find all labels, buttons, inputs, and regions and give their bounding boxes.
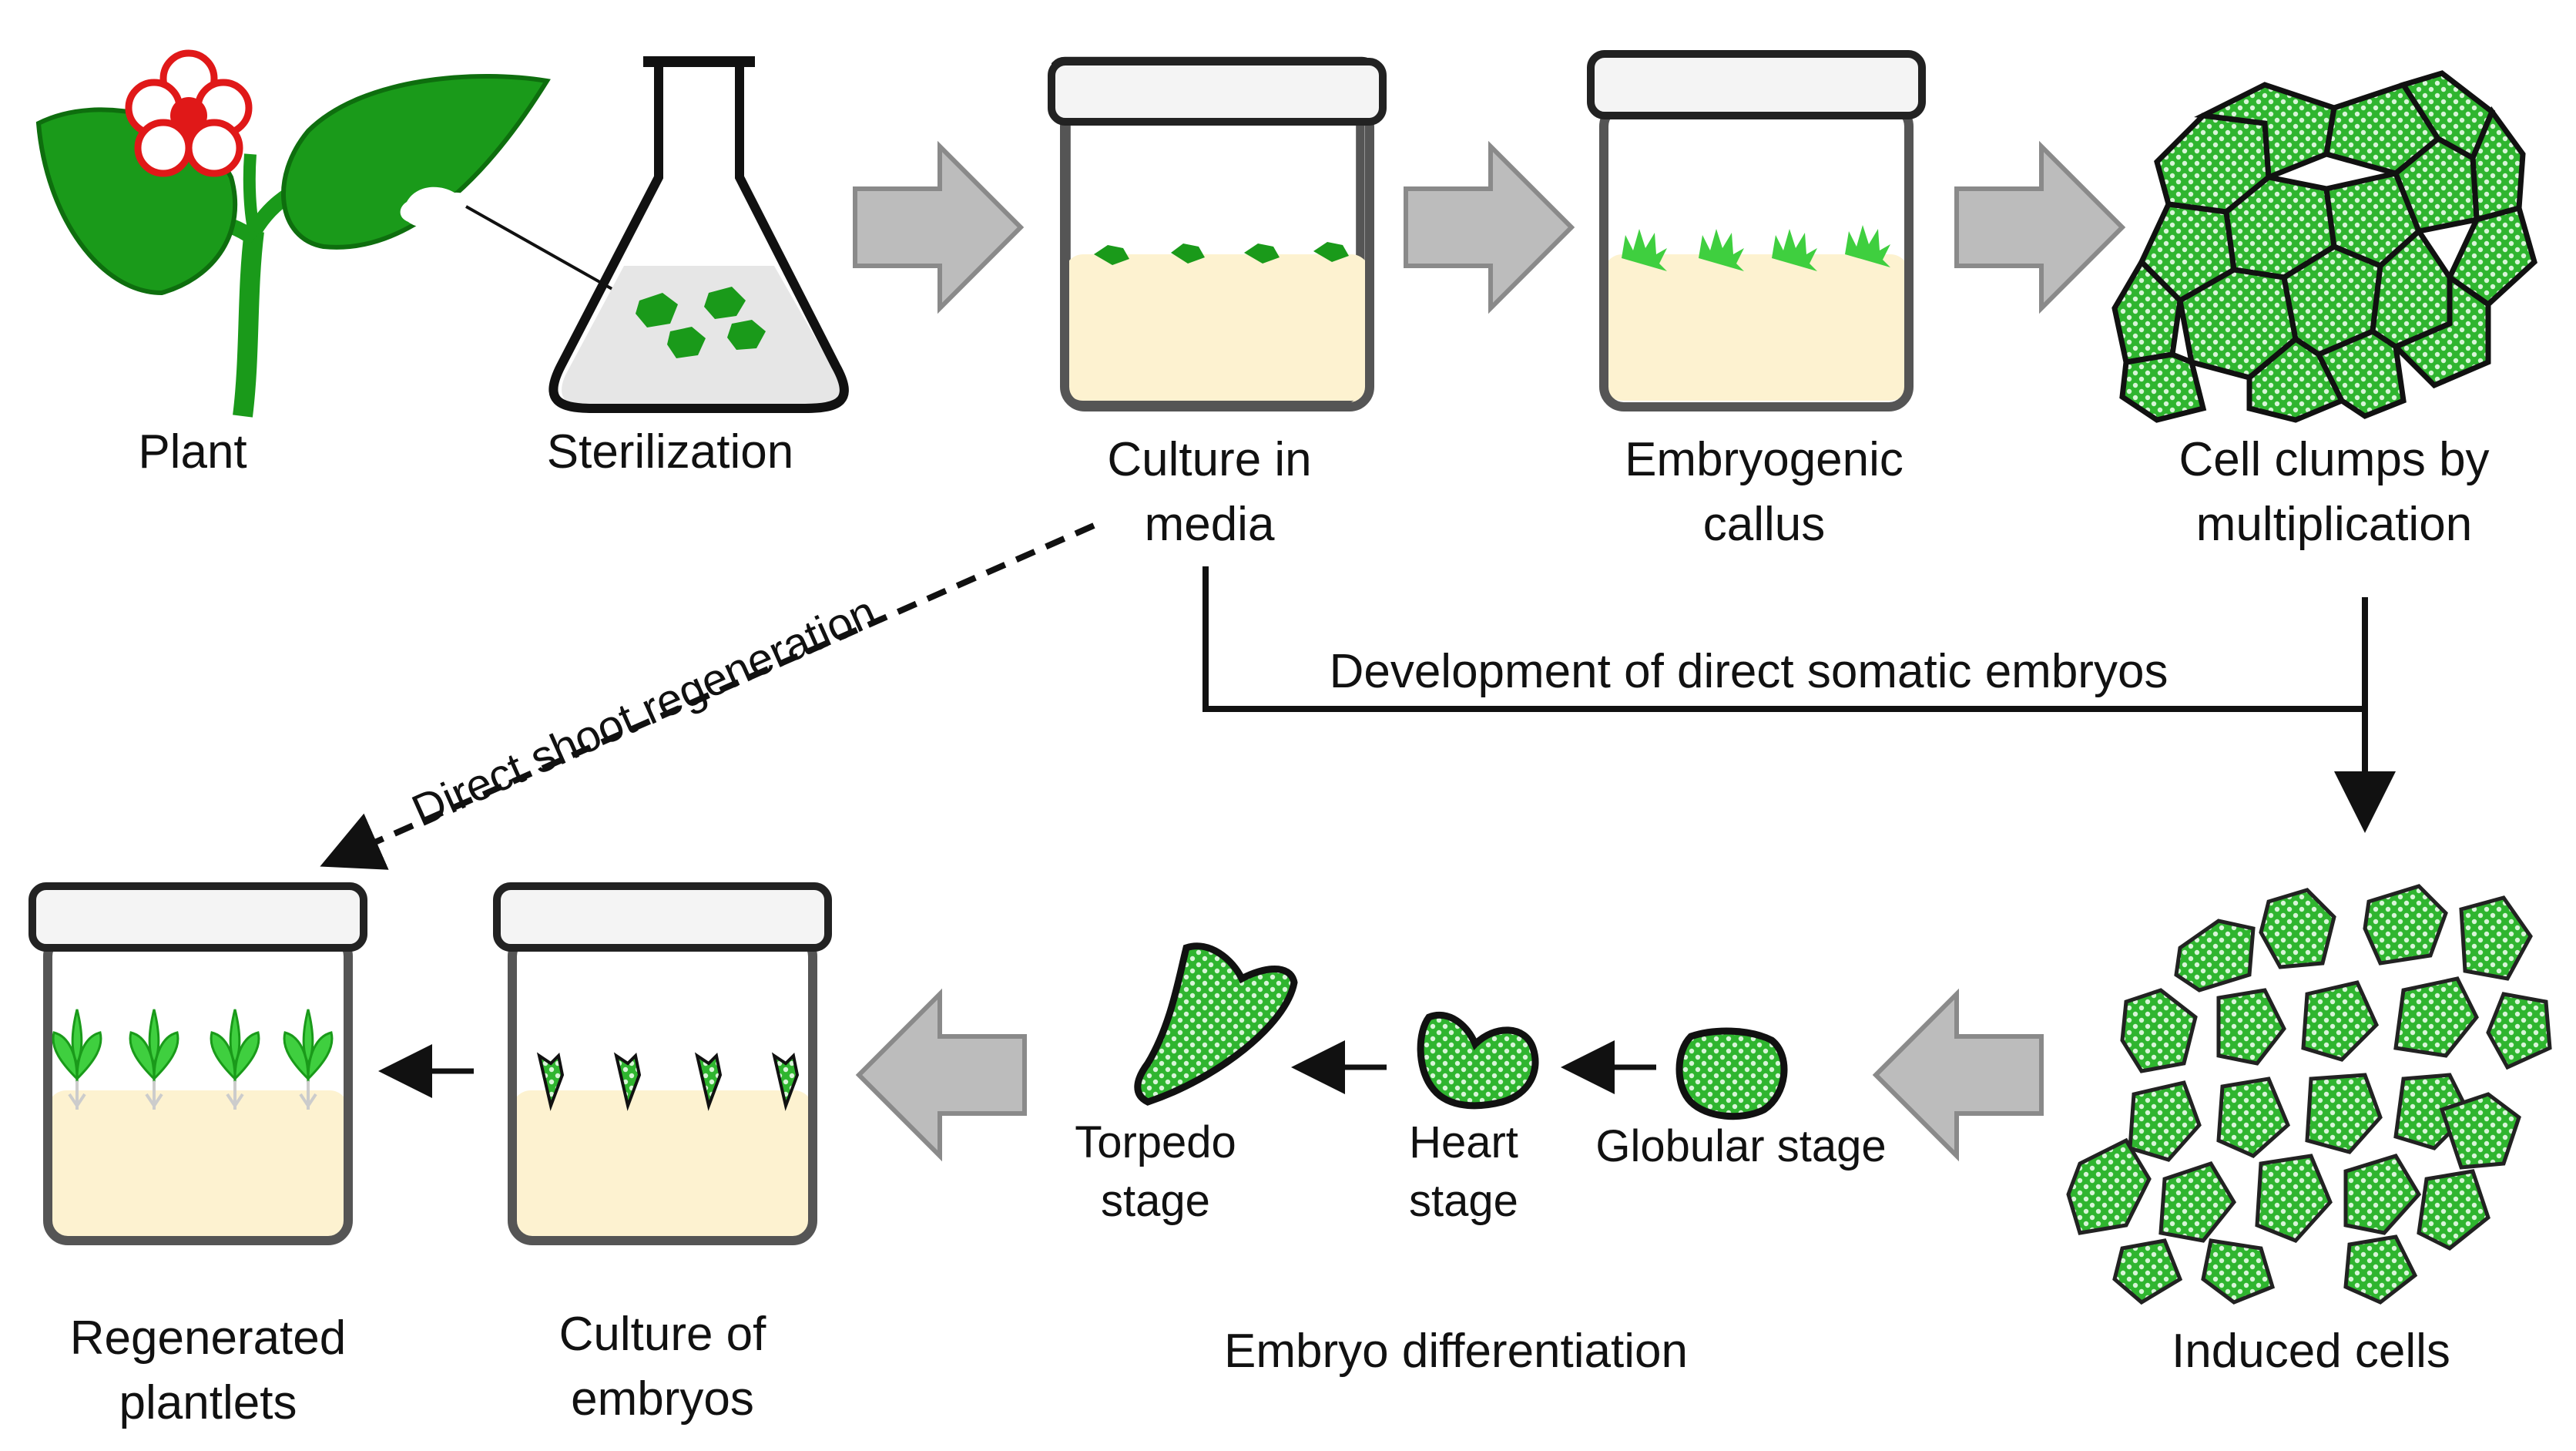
direct-shoot-path bbox=[320, 522, 1095, 870]
globular-embryo bbox=[1675, 1027, 1788, 1120]
arrow-right-icon bbox=[1404, 140, 1575, 314]
culture-embryos-label: Culture of embryos bbox=[558, 1308, 766, 1426]
culture-media-label: Culture in media bbox=[1107, 433, 1312, 551]
stage-arrows bbox=[378, 1040, 1656, 1098]
induced-cells-illustration bbox=[2066, 884, 2552, 1305]
globular-stage-label: Globular stage bbox=[1595, 1121, 1887, 1171]
direct-somatic-label: Development of direct somatic embryos bbox=[1329, 645, 2168, 698]
plant-label: Plant bbox=[138, 425, 247, 479]
torpedo-stage-label: Torpedo stage bbox=[1075, 1117, 1236, 1226]
embryo-stages bbox=[1134, 942, 1788, 1120]
arrow-right-icon bbox=[853, 140, 1025, 314]
heart-stage-label: Heart stage bbox=[1409, 1117, 1518, 1226]
plant-illustration bbox=[35, 49, 551, 418]
embryogenic-callus-label: Embryogenic callus bbox=[1625, 433, 1903, 551]
culture-media-jar bbox=[1048, 61, 1387, 411]
arrow-right-icon bbox=[1954, 140, 2126, 314]
culture-embryos-jar bbox=[493, 882, 832, 1245]
torpedo-embryo bbox=[1134, 942, 1298, 1106]
process-arrows bbox=[853, 140, 2126, 1162]
sterilization-flask bbox=[465, 56, 849, 413]
arrow-left-icon bbox=[1872, 988, 2044, 1162]
regenerated-plantlets-label: Regenerated plantlets bbox=[69, 1312, 347, 1429]
direct-somatic-path bbox=[1202, 566, 2396, 833]
induced-cells-label: Induced cells bbox=[2172, 1325, 2450, 1378]
plantlets-jar bbox=[29, 882, 367, 1245]
sterilization-label: Sterilization bbox=[546, 425, 794, 479]
heart-embryo bbox=[1417, 1011, 1539, 1110]
arrow-left-icon bbox=[855, 988, 1027, 1162]
plantlet-icons bbox=[52, 1009, 334, 1110]
flower-icon bbox=[125, 49, 253, 177]
embryo-differentiation-label: Embryo differentiation bbox=[1224, 1325, 1688, 1378]
cell-clumps-illustration bbox=[2111, 70, 2537, 423]
cell-clumps-label: Cell clumps by multiplication bbox=[2179, 433, 2490, 551]
embryogenic-callus-jar bbox=[1587, 50, 1926, 411]
